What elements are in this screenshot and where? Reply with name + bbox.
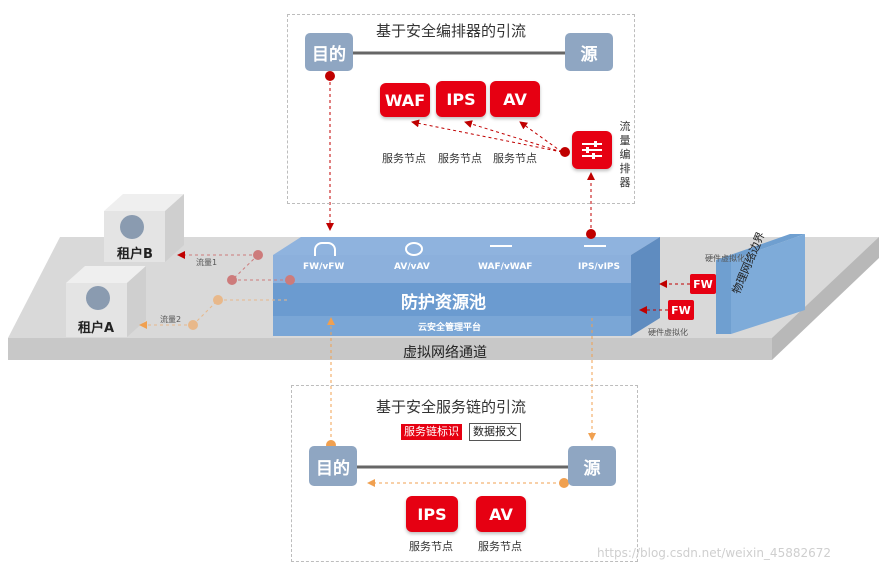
hw-virt-label-1: 硬件虚拟化 bbox=[705, 254, 745, 263]
pool-item-av: AV/vAV bbox=[394, 262, 430, 272]
flow-b-path bbox=[177, 250, 295, 285]
flow2-label: 流量2 bbox=[160, 315, 182, 324]
pool-side bbox=[631, 237, 660, 336]
fw-box-2: FW bbox=[668, 300, 694, 320]
pool-fw-icon bbox=[314, 242, 336, 256]
virtual-channel-label: 虚拟网络通道 bbox=[403, 345, 487, 361]
pool-ips-icon bbox=[584, 245, 606, 247]
top-service-node-label: 服务节点 bbox=[493, 152, 537, 165]
bottom-dest-node: 目的 bbox=[309, 446, 357, 486]
tenant-a-globe-icon bbox=[87, 287, 109, 309]
orchestrator-icon bbox=[572, 131, 612, 169]
pool-title: 防护资源池 bbox=[401, 293, 486, 313]
watermark: https://blog.csdn.net/weixin_45882672 bbox=[597, 546, 832, 560]
bottom-panel bbox=[291, 385, 638, 562]
pool-waf-icon bbox=[490, 245, 512, 247]
bottom-src-node: 源 bbox=[568, 446, 616, 486]
platform-side bbox=[772, 237, 879, 360]
tenant-a-cube bbox=[66, 266, 146, 337]
tenant-b-globe-icon bbox=[121, 216, 143, 238]
top-service-ips: IPS bbox=[436, 81, 486, 117]
pool-av-icon bbox=[405, 242, 423, 256]
orchestrator-label: 流量编排器 bbox=[619, 120, 631, 189]
top-service-node-label: 服务节点 bbox=[382, 152, 426, 165]
bottom-panel-title: 基于安全服务链的引流 bbox=[376, 398, 527, 416]
top-service-av: AV bbox=[490, 81, 540, 117]
bottom-service-av: AV bbox=[476, 496, 526, 532]
bottom-service-ips: IPS bbox=[406, 496, 458, 532]
fw-box-1: FW bbox=[690, 274, 716, 294]
top-service-node-label: 服务节点 bbox=[438, 152, 482, 165]
top-panel bbox=[287, 14, 635, 204]
tenant-a-label: 租户A bbox=[78, 321, 115, 336]
hw-virt-label-2: 硬件虚拟化 bbox=[648, 328, 688, 337]
pool-top bbox=[273, 237, 660, 255]
pool-item-fw: FW/vFW bbox=[303, 262, 345, 272]
boundary-wall bbox=[716, 234, 805, 334]
bottom-service-node-label: 服务节点 bbox=[409, 540, 453, 553]
top-panel-title: 基于安全编排器的引流 bbox=[376, 22, 527, 40]
top-service-waf: WAF bbox=[380, 83, 430, 117]
pool-item-waf: WAF/vWAF bbox=[478, 262, 533, 272]
pool-item-ips: IPS/vIPS bbox=[578, 262, 621, 272]
tag-data: 数据报文 bbox=[469, 423, 521, 441]
top-dest-node: 目的 bbox=[305, 33, 353, 71]
mgmt-platform-label: 云安全管理平台 bbox=[418, 323, 482, 333]
flow1-label: 流量1 bbox=[196, 258, 218, 267]
platform-front bbox=[8, 338, 772, 360]
tag-chain: 服务链标识 bbox=[401, 424, 462, 440]
bottom-service-node-label: 服务节点 bbox=[478, 540, 522, 553]
tenant-b-label: 租户B bbox=[117, 247, 153, 262]
top-src-node: 源 bbox=[565, 33, 613, 71]
flow-a-path bbox=[139, 295, 290, 330]
